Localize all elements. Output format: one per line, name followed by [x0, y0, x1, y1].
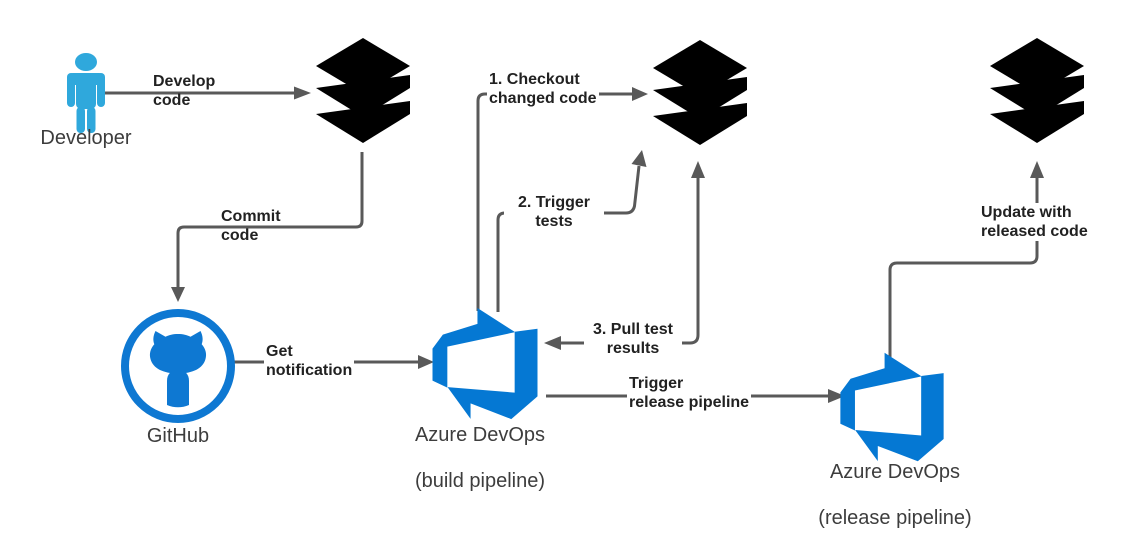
edge-commit-code-arrowhead: [171, 287, 185, 302]
node-databricks-test: [647, 35, 753, 154]
edge-trigger-release-pipeline-arrowhead: [828, 389, 845, 403]
azure-devops-icon: [432, 307, 538, 420]
edge-update-released-code-arrowhead: [1030, 161, 1044, 178]
edge-trigger-tests-arrowhead: [631, 150, 647, 167]
azure-devops-icon: [840, 352, 944, 462]
azure-devops-build-label: Azure DevOps (build pipeline): [385, 424, 575, 493]
azure-devops-build-title: Azure DevOps: [414, 424, 546, 446]
edge-develop-code-arrowhead: [294, 86, 311, 100]
node-azure-devops-release: [833, 345, 951, 469]
edge-pull-test-results-arrowhead-left: [544, 336, 561, 350]
developer-label: Developer: [40, 127, 132, 149]
azure-devops-release-label: Azure DevOps (release pipeline): [790, 461, 1000, 530]
azure-devops-release-title: Azure DevOps: [829, 461, 961, 483]
edge-label-get-notification: Get notification: [264, 342, 355, 380]
person-icon: [67, 53, 105, 133]
edge-label-develop-code: Develop code: [153, 73, 216, 109]
edge-pull-test-results-line: [560, 177, 700, 345]
edge-label-checkout-changed-code: 1. Checkout changed code: [487, 70, 599, 108]
github-label: GitHub: [146, 425, 210, 447]
databricks-icon: [653, 40, 747, 145]
edge-label-commit-code: Commit code: [221, 208, 281, 244]
edge-label-trigger-release-pipeline: Trigger release pipeline: [627, 374, 752, 412]
azure-devops-build-subtitle: (build pipeline): [414, 470, 546, 492]
edge-label-pull-test-results: 3. Pull test results: [584, 320, 682, 358]
github-icon: [121, 309, 235, 423]
edge-label-update-released-code: Update with released code: [979, 203, 1090, 241]
node-azure-devops-build: [425, 300, 545, 427]
edge-update-released-code-line: [888, 177, 1039, 368]
node-databricks-dev: [310, 33, 416, 152]
node-developer: [64, 52, 108, 134]
node-github: [120, 308, 236, 424]
node-databricks-prod: [984, 33, 1090, 152]
edge-trigger-tests-line: [496, 165, 641, 312]
edge-checkout-changed-code-arrowhead: [632, 87, 648, 101]
databricks-icon: [990, 38, 1084, 143]
azure-devops-release-subtitle: (release pipeline): [818, 507, 972, 529]
edge-checkout-changed-code-line: [476, 92, 632, 311]
edge-label-trigger-tests: 2. Trigger tests: [504, 193, 604, 231]
edge-commit-code-line: [176, 152, 364, 287]
edge-pull-test-results-arrowhead-up: [691, 161, 705, 178]
edge-get-notification-arrowhead: [418, 355, 434, 369]
databricks-icon: [316, 38, 410, 143]
